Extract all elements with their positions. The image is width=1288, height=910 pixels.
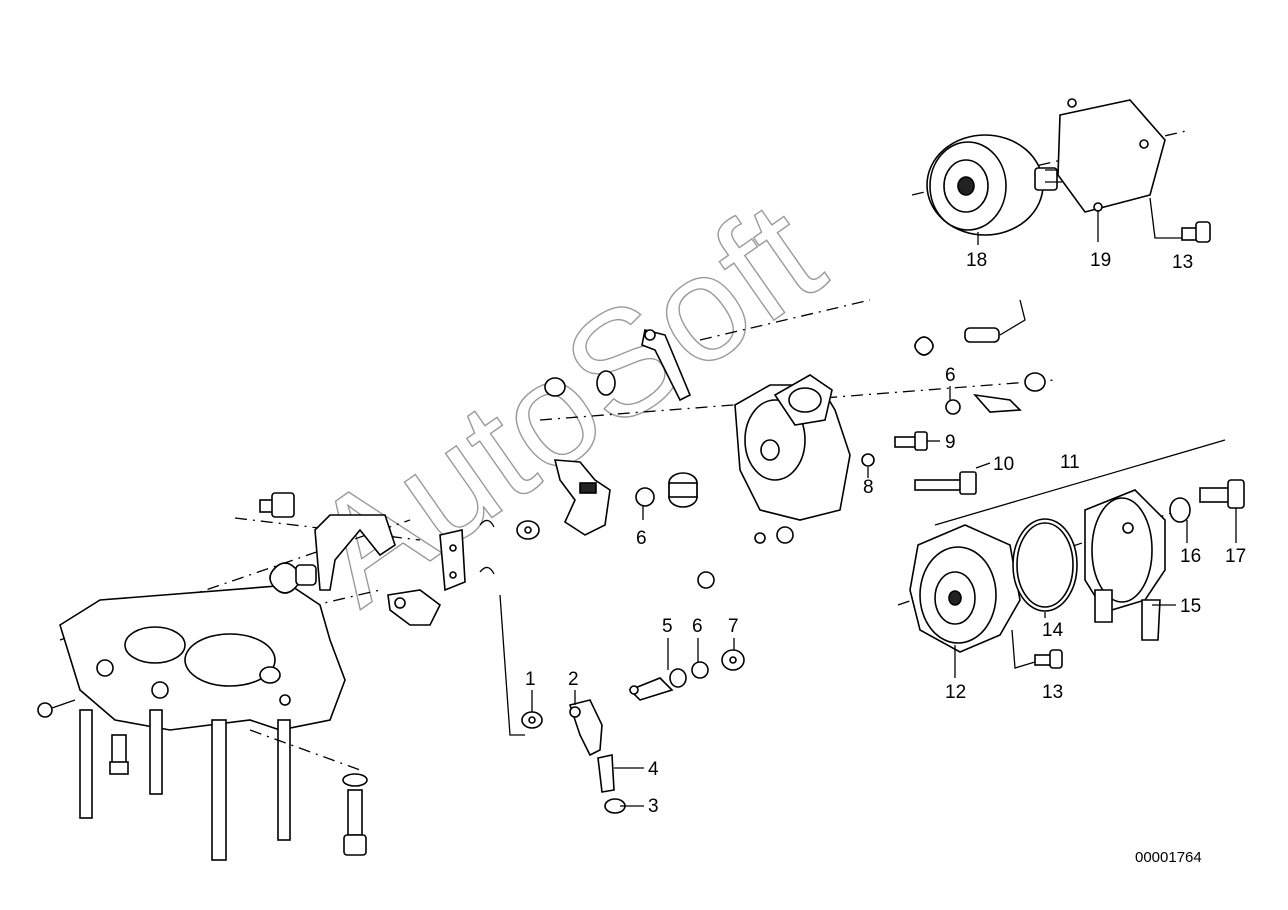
callout-14: 14 — [1042, 620, 1064, 641]
studs-bottom — [79, 709, 291, 861]
callout-9: 9 — [945, 432, 956, 453]
callout-8: 8 — [863, 477, 874, 498]
callout-13-top: 13 — [1172, 252, 1193, 273]
throttle-stop-parts — [945, 372, 1046, 415]
callout-19: 19 — [1090, 250, 1111, 271]
choke-cover-assembly — [911, 129, 1191, 236]
water-housing-assembly — [897, 439, 1245, 653]
callout-6-top: 6 — [945, 365, 956, 386]
callout-3: 3 — [648, 796, 659, 817]
callout-labels: 1 2 3 4 5 6 6 6 7 8 9 10 11 12 13 13 14 … — [525, 250, 1246, 817]
callout-7: 7 — [728, 616, 739, 637]
linkage-plates — [387, 529, 466, 626]
callout-2: 2 — [568, 669, 579, 690]
small-clips — [479, 519, 794, 589]
callout-18: 18 — [966, 250, 987, 271]
bolt-bottom-right — [249, 729, 368, 856]
link-rod-guide — [499, 594, 745, 814]
spring-top — [914, 299, 1026, 356]
callout-5: 5 — [662, 616, 673, 637]
screw-9 — [894, 431, 940, 451]
callout-1: 1 — [525, 669, 536, 690]
callout-12: 12 — [945, 682, 966, 703]
callout-16: 16 — [1180, 546, 1201, 567]
callout-6-bottom: 6 — [692, 616, 703, 637]
screw-13-top — [1149, 197, 1211, 243]
callout-4: 4 — [648, 759, 659, 780]
screw-13-bottom — [1011, 629, 1063, 669]
linkage-left — [234, 492, 421, 594]
callout-15: 15 — [1180, 596, 1201, 617]
screw-left — [37, 699, 76, 718]
nut-8 — [861, 453, 875, 478]
callout-6-middle: 6 — [636, 528, 647, 549]
callout-17: 17 — [1225, 546, 1246, 567]
washers-row-middle — [516, 370, 655, 540]
lever-upper — [641, 329, 692, 402]
screw-10 — [914, 462, 991, 495]
document-number: 00001764 — [1135, 849, 1202, 866]
throttle-body-base — [59, 519, 411, 731]
throttle-housing — [539, 299, 1056, 521]
throttle-lever — [553, 459, 611, 536]
spacer-sleeve — [668, 472, 698, 508]
callout-10: 10 — [993, 454, 1014, 475]
callout-13-bottom: 13 — [1042, 682, 1063, 703]
callout-11: 11 — [1060, 452, 1080, 473]
gasket-19 — [1057, 98, 1166, 242]
leader-lines — [531, 232, 1237, 807]
